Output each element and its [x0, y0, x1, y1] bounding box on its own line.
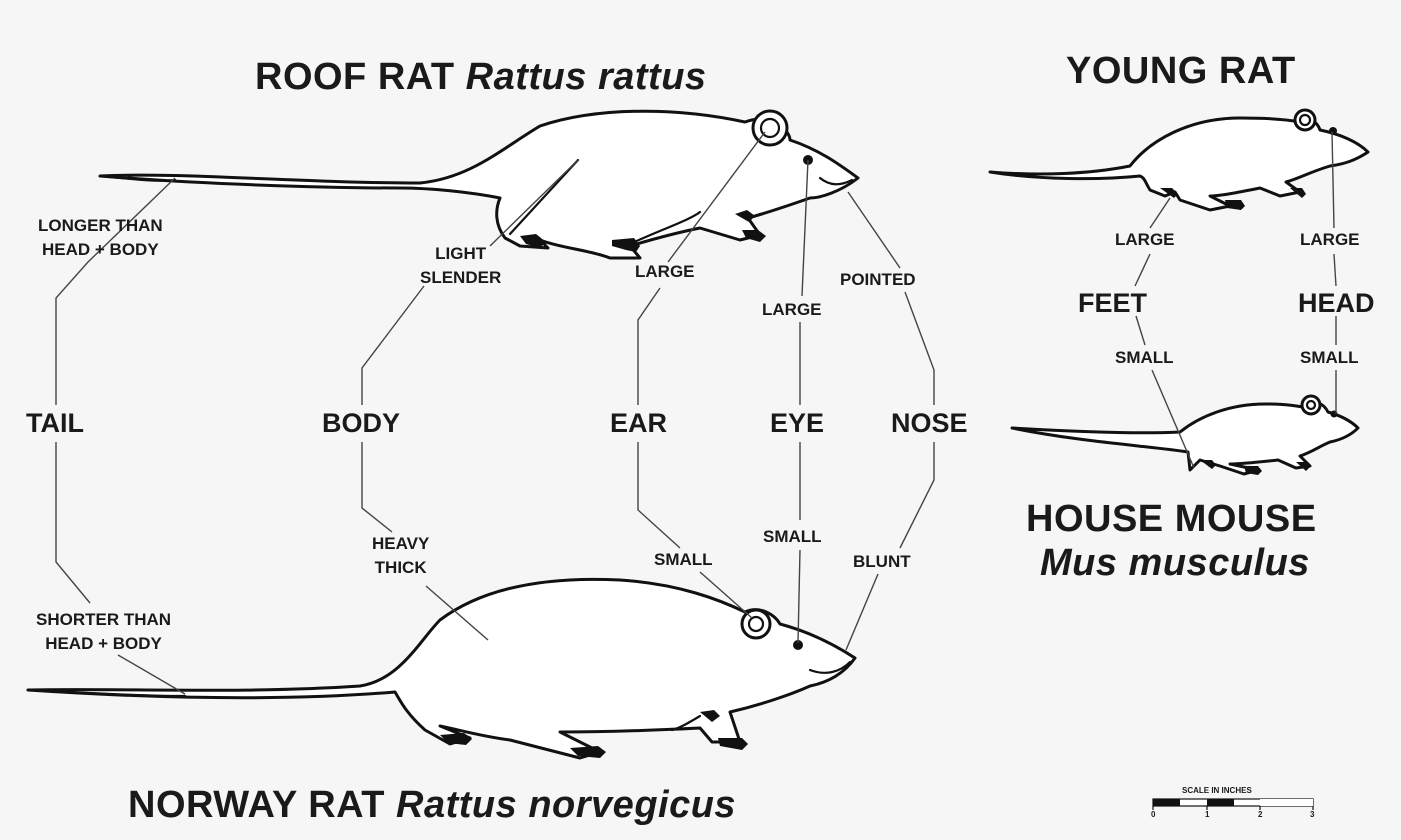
young-rat-illustration	[990, 110, 1368, 210]
feature-body: BODY	[322, 408, 400, 439]
house-mouse-common-name: HOUSE MOUSE	[1026, 498, 1317, 541]
roof-rat-latin-name: Rattus rattus	[466, 56, 707, 98]
nose-norway-label: BLUNT	[853, 550, 911, 574]
eye-norway-label: SMALL	[763, 525, 822, 549]
feet-mouse-label: SMALL	[1115, 346, 1174, 370]
nose-roof-label: POINTED	[840, 268, 916, 292]
head-young-label: LARGE	[1300, 228, 1360, 252]
scale-label: SCALE IN INCHES	[1182, 786, 1252, 795]
body-roof-label: LIGHT SLENDER	[420, 242, 501, 290]
norway-rat-latin-name: Rattus norvegicus	[396, 784, 736, 826]
feature-nose: NOSE	[891, 408, 968, 439]
scale-tick-0: 0	[1151, 810, 1155, 819]
feature-tail: TAIL	[26, 408, 84, 439]
ear-norway-label: SMALL	[654, 548, 713, 572]
young-rat-title: YOUNG RAT	[1066, 50, 1296, 93]
norway-rat-common-name: NORWAY RAT	[128, 784, 385, 826]
scale-tick-3: 3	[1310, 810, 1314, 819]
feature-ear: EAR	[610, 408, 667, 439]
tail-roof-label: LONGER THAN HEAD + BODY	[38, 214, 163, 262]
house-mouse-illustration	[1012, 396, 1358, 475]
tail-norway-label: SHORTER THAN HEAD + BODY	[36, 608, 171, 656]
feature-feet: FEET	[1078, 288, 1147, 319]
feature-eye: EYE	[770, 408, 824, 439]
norway-rat-illustration	[28, 579, 855, 758]
scale-tick-1: 1	[1205, 810, 1209, 819]
body-norway-label: HEAVY THICK	[372, 532, 429, 580]
roof-rat-illustration	[100, 111, 858, 258]
norway-rat-title: NORWAY RAT Rattus norvegicus	[128, 784, 736, 827]
scale-tick-2: 2	[1258, 810, 1262, 819]
scale-bar	[1153, 799, 1313, 810]
roof-rat-title: ROOF RAT Rattus rattus	[255, 56, 707, 99]
feature-head: HEAD	[1298, 288, 1375, 319]
feet-young-label: LARGE	[1115, 228, 1175, 252]
ear-roof-label: LARGE	[635, 260, 695, 284]
head-mouse-label: SMALL	[1300, 346, 1359, 370]
roof-rat-common-name: ROOF RAT	[255, 56, 455, 98]
eye-roof-label: LARGE	[762, 298, 822, 322]
house-mouse-latin-name: Mus musculus	[1040, 542, 1310, 585]
